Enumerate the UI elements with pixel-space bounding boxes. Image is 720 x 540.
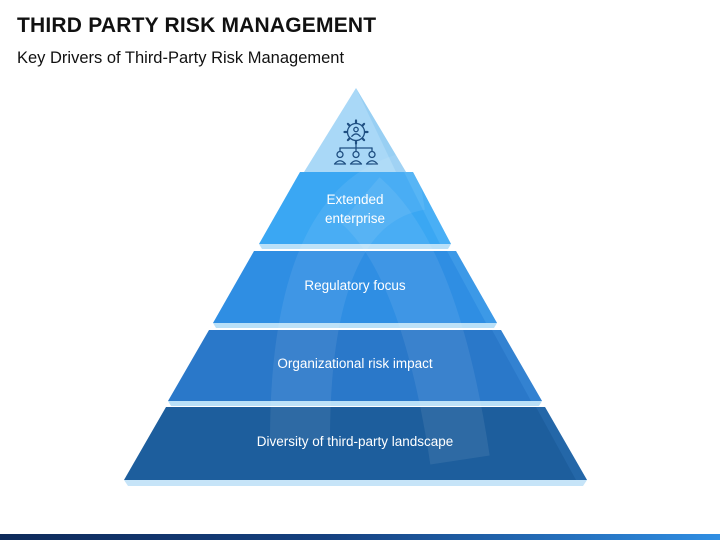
pyramid-apex [304, 88, 406, 172]
tier-4-label: Diversity of third-party landscape [256, 434, 454, 449]
page-title: THIRD PARTY RISK MANAGEMENT [17, 14, 377, 37]
tier-1-label-line1: Extended [326, 192, 384, 207]
footer-bar [0, 534, 720, 540]
pyramid-tier-2 [213, 251, 497, 328]
tier-2-label: Regulatory focus [304, 278, 406, 293]
pyramid-tier-1 [259, 172, 451, 249]
tier-3-label: Organizational risk impact [277, 356, 433, 371]
pyramid-tier-4 [124, 407, 587, 486]
tier-1-label: Extended enterprise [285, 190, 425, 228]
page-subtitle: Key Drivers of Third-Party Risk Manageme… [17, 49, 345, 67]
decorative-arcs [270, 150, 490, 465]
tier-1-label-line2: enterprise [324, 211, 386, 226]
gear-people-network-icon [333, 119, 379, 165]
pyramid-tier-3 [168, 330, 542, 406]
